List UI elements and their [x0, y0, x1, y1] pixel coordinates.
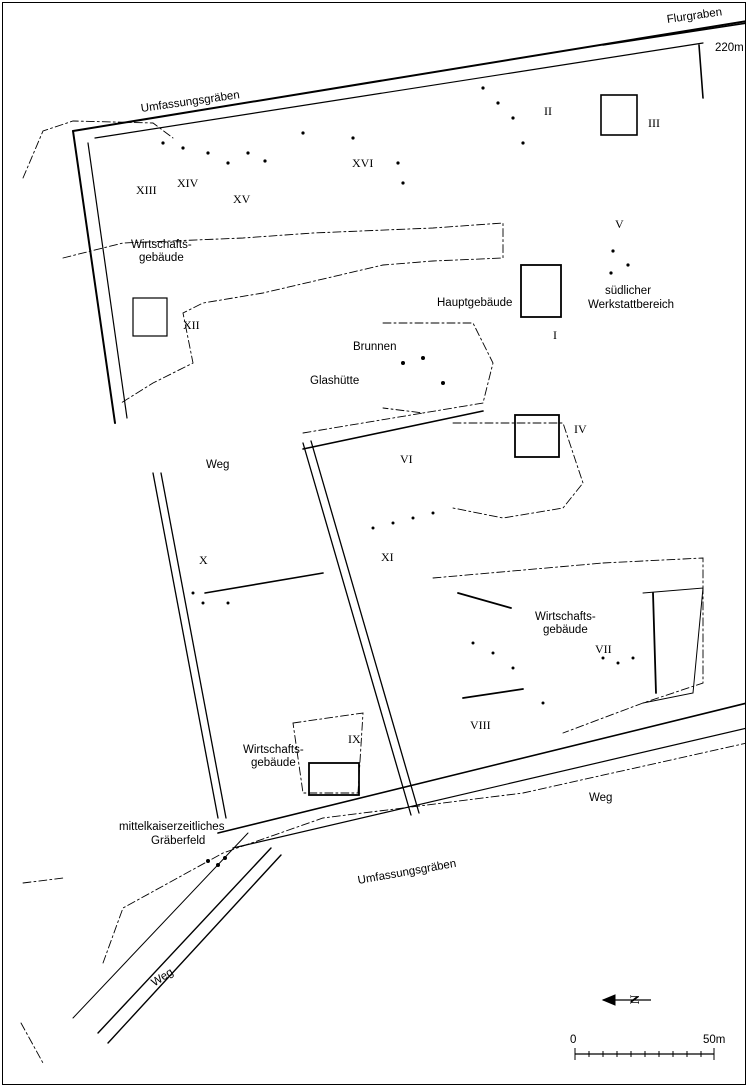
wirtschaftsgebaeude-s-label: Wirtschafts- gebäude [243, 744, 304, 770]
building-vii-wall [652, 592, 657, 694]
graeberfeld-label-line2: Gräberfeld [151, 835, 206, 847]
building-iii-number: III [648, 116, 660, 130]
road-centre [302, 442, 412, 816]
wirtschaftsgebaeude-s-line2: gebäude [250, 757, 296, 769]
enclosure-ditch-north-inner [94, 42, 704, 139]
road-centre-b [310, 440, 420, 814]
wirtschaftsgebaeude-e-line1: Wirtschafts- [535, 611, 596, 623]
building-ix-outline [308, 762, 360, 796]
building-xv-number: XV [233, 192, 251, 206]
building-xii-number: XII [183, 318, 200, 332]
building-iii-outline [600, 94, 638, 136]
werkstattbereich-label: Werkstattbereich [588, 299, 675, 311]
scale-end-label: 50m [703, 1034, 726, 1046]
wirtschaftsgebaeude-s-line1: Wirtschafts- [243, 744, 304, 756]
building-vii-number: VII [595, 642, 612, 656]
weg-east-label: Weg [589, 792, 613, 804]
suedlicher-label: südlicher [605, 285, 652, 297]
weg-west-label: Weg [206, 459, 230, 471]
graeberfeld-label-line1: mittelkaiserzeitliches [119, 821, 225, 833]
enclosure-ditch-south-inner [232, 727, 745, 849]
road-west [152, 472, 219, 819]
enclosure-ditch-north-outer [72, 20, 745, 132]
north-arrow-icon [601, 994, 651, 1006]
ditch-x [204, 572, 324, 594]
building-viii-wall [457, 592, 524, 699]
building-xvi-number: XVI [352, 156, 374, 170]
road-sw-c [72, 832, 249, 1019]
building-ii-number: II [544, 104, 552, 118]
road-west-b [160, 472, 227, 819]
building-v-number: V [615, 217, 624, 231]
building-vi-number: VI [400, 452, 413, 466]
flurgraben-sidewall [698, 44, 704, 99]
road-sw-a [97, 847, 272, 1034]
building-xii-outline [132, 297, 168, 337]
excavation-outline [20, 120, 745, 1064]
building-i-number: I [553, 328, 557, 342]
building-iv-number: IV [574, 422, 587, 436]
flurgraben-ditch [602, 22, 745, 46]
building-xi-number: XI [381, 550, 394, 564]
building-viii-number: VIII [470, 718, 491, 732]
enclosure-ditch-west-inner [87, 142, 128, 419]
postholes [161, 86, 635, 867]
building-iv-outline [514, 414, 560, 458]
scale-bar [574, 1048, 715, 1060]
enclosure-ditch-central [302, 410, 484, 450]
wirtschaftsgebaeude-nw-line1: Wirtschafts- [131, 239, 192, 251]
distance-220-label: 220m [715, 42, 744, 54]
enclosure-ditch-south-outer [217, 702, 745, 834]
road-sw-b [107, 854, 282, 1044]
brunnen-label: Brunnen [353, 341, 397, 353]
building-i-outline [520, 264, 562, 318]
road-east-curve [642, 587, 704, 704]
hauptgebaeude-label: Hauptgebäude [437, 297, 513, 309]
enclosure-ditch-west [72, 130, 116, 424]
scale-start-label: 0 [570, 1034, 577, 1046]
building-xiii-number: XIII [136, 183, 157, 197]
site-plan-drawing [20, 20, 745, 1064]
glashuette-label: Glashütte [310, 375, 360, 387]
building-xiv-number: XIV [177, 176, 199, 190]
wirtschaftsgebaeude-nw-label: Wirtschafts- gebäude [131, 239, 192, 265]
north-arrow-letter: N [627, 994, 643, 1005]
building-x-number: X [199, 553, 208, 567]
wirtschaftsgebaeude-e-label: Wirtschafts- gebäude [535, 611, 596, 637]
wirtschaftsgebaeude-nw-line2: gebäude [138, 252, 184, 264]
wirtschaftsgebaeude-e-line2: gebäude [542, 624, 588, 636]
building-ix-number: IX [348, 732, 361, 746]
